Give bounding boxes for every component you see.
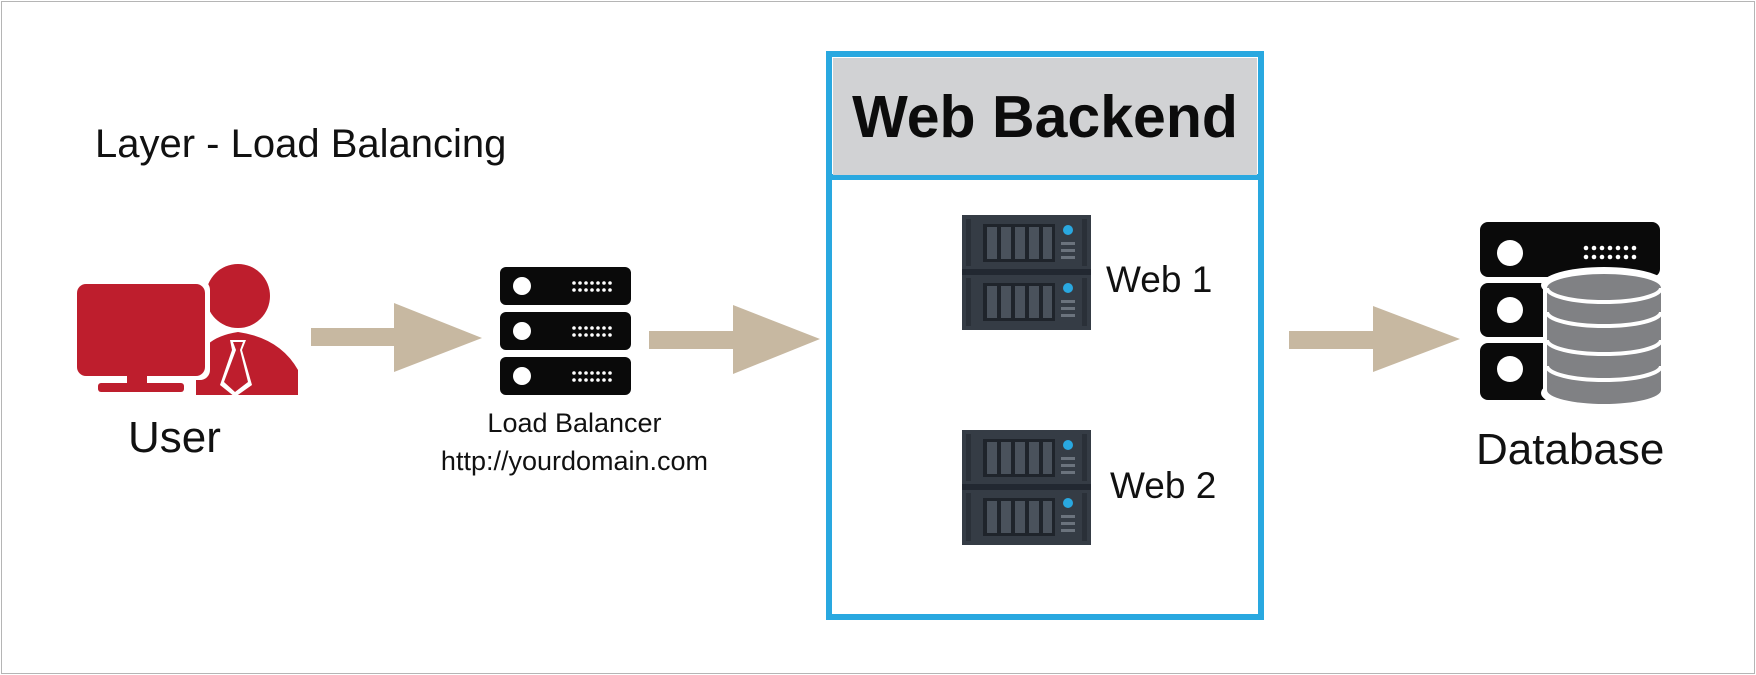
- database-label: Database: [1476, 425, 1665, 474]
- web-1-label: Web 1: [1106, 259, 1213, 300]
- arrow-user-to-lb: [311, 303, 482, 372]
- load-balancer-url: http://yourdomain.com: [440, 446, 709, 476]
- user-label: User: [128, 413, 221, 462]
- backend-title: Web Backend: [833, 58, 1257, 175]
- database-server-icon: [1480, 222, 1667, 411]
- arrow-lb-to-backend: [649, 305, 820, 374]
- server-icon: [962, 215, 1091, 330]
- backend-box: [826, 51, 1264, 620]
- server-rack-icon: [500, 267, 631, 395]
- arrow-backend-to-db: [1289, 306, 1460, 372]
- diagram-title: Layer - Load Balancing: [95, 122, 507, 166]
- load-balancer-name: Load Balancer: [487, 408, 662, 438]
- web-2-label: Web 2: [1110, 465, 1217, 506]
- server-icon: [962, 430, 1091, 545]
- load-balancer-label: Load Balancer http://yourdomain.com: [412, 404, 737, 480]
- user-computer-icon: [72, 264, 298, 397]
